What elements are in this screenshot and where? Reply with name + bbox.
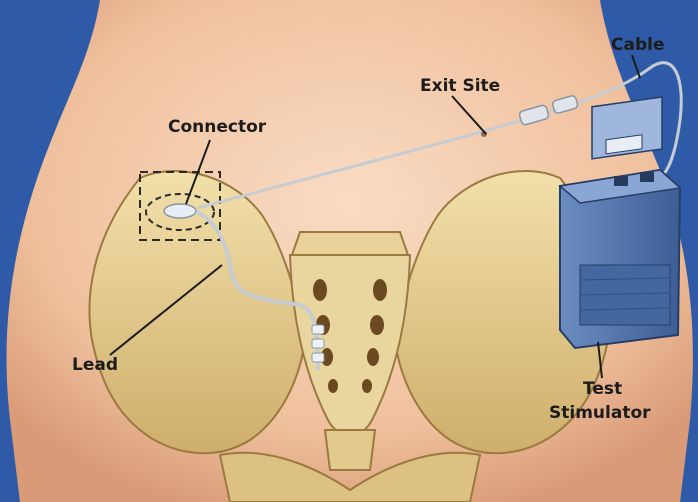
cable-label: Cable xyxy=(611,35,664,55)
test-label: Test xyxy=(583,379,622,399)
stimulator-label: Stimulator xyxy=(549,403,651,423)
exit-site-label: Exit Site xyxy=(420,76,500,96)
lumbar-vertebra xyxy=(292,232,408,255)
lead-label: Lead xyxy=(72,355,118,375)
connector xyxy=(164,204,196,218)
coccyx xyxy=(325,430,375,470)
lead-electrodes xyxy=(312,325,324,362)
connector-label: Connector xyxy=(168,117,266,137)
